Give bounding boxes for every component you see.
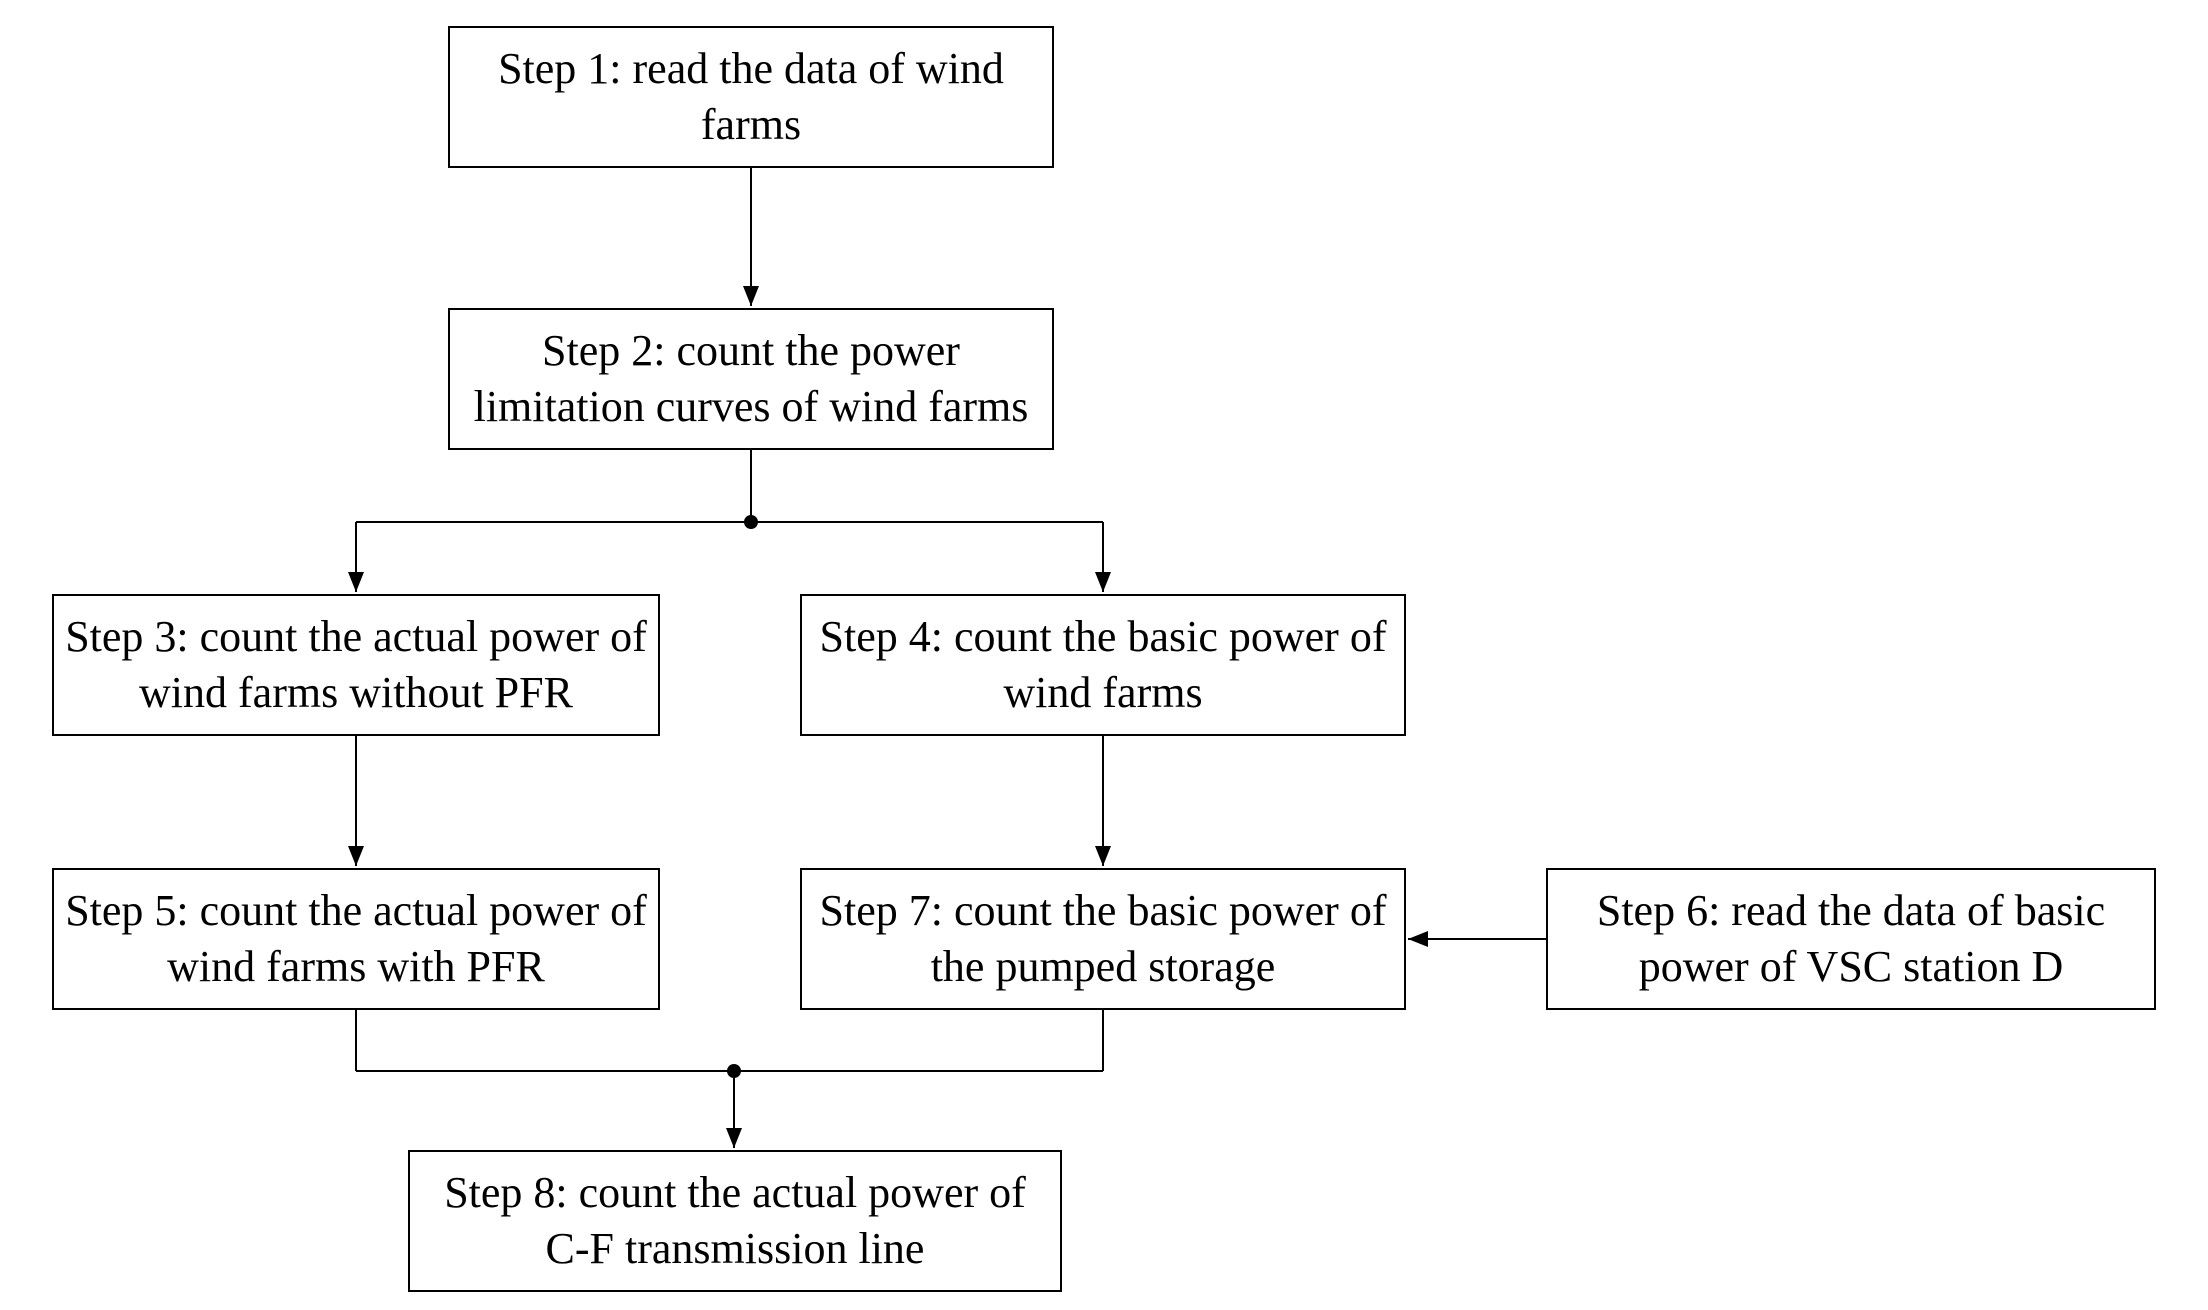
step7-text: Step 7: count the basic power of the pum… <box>819 886 1387 991</box>
step3-text: Step 3: count the actual power of wind f… <box>65 612 647 717</box>
step6-box: Step 6: read the data of basic power of … <box>1546 868 2156 1010</box>
step4-box: Step 4: count the basic power of wind fa… <box>800 594 1406 736</box>
step8-text: Step 8: count the actual power of C-F tr… <box>444 1168 1026 1273</box>
step1-text: Step 1: read the data of wind farms <box>498 44 1004 149</box>
step3-box: Step 3: count the actual power of wind f… <box>52 594 660 736</box>
step8-box: Step 8: count the actual power of C-F tr… <box>408 1150 1062 1292</box>
step2-box: Step 2: count the power limitation curve… <box>448 308 1054 450</box>
step7-box: Step 7: count the basic power of the pum… <box>800 868 1406 1010</box>
step1-box: Step 1: read the data of wind farms <box>448 26 1054 168</box>
step6-text: Step 6: read the data of basic power of … <box>1596 886 2106 991</box>
step5-box: Step 5: count the actual power of wind f… <box>52 868 660 1010</box>
step4-text: Step 4: count the basic power of wind fa… <box>819 612 1387 717</box>
step5-text: Step 5: count the actual power of wind f… <box>65 886 647 991</box>
step2-text: Step 2: count the power limitation curve… <box>473 326 1029 431</box>
